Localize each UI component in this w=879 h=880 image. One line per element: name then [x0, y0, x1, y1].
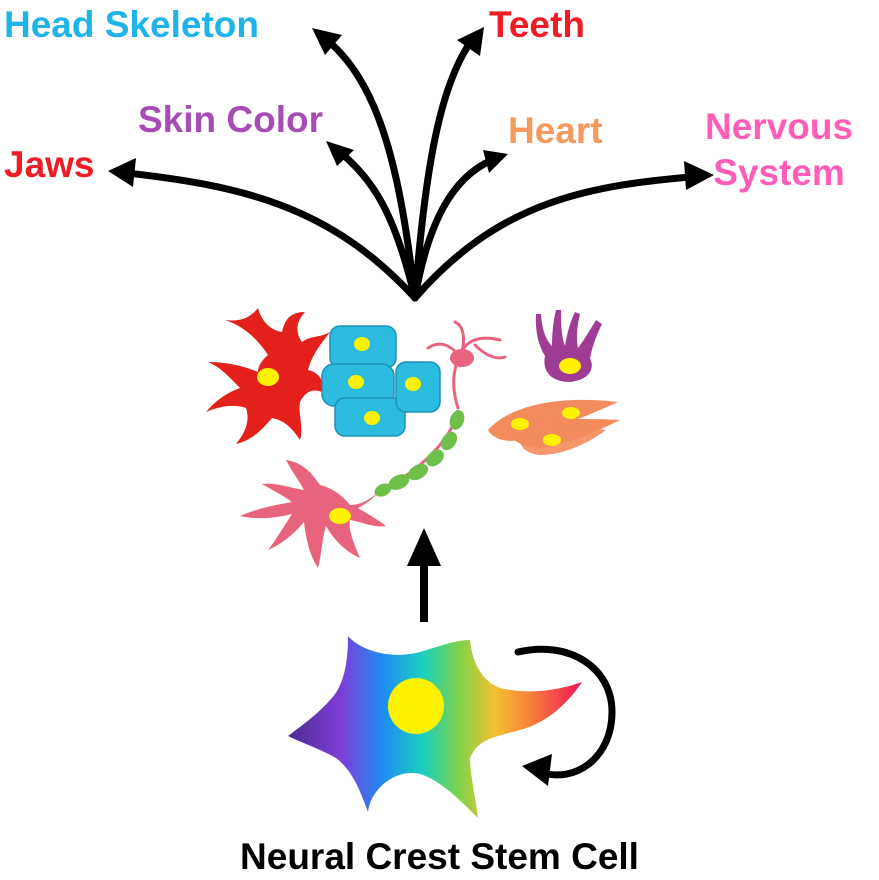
epithelial-cells	[322, 326, 440, 436]
label-heart: Heart	[508, 112, 603, 149]
arrowhead-jaws	[108, 158, 136, 187]
branch-arrows	[118, 36, 702, 298]
neuron-lower	[240, 460, 386, 568]
label-jaws: Jaws	[4, 146, 95, 183]
label-skin-color: Skin Color	[138, 101, 323, 138]
label-nervous-system: Nervous System	[705, 104, 853, 197]
neural-crest-stem-cell	[288, 636, 582, 818]
arrow-to-jaws	[118, 172, 415, 298]
arrowhead-heart	[483, 150, 508, 173]
differentiation-arrow	[407, 528, 441, 622]
pigment-cell	[206, 308, 330, 444]
label-head-skeleton: Head Skeleton	[4, 6, 259, 43]
arrow-to-nervous-system	[415, 176, 702, 298]
smooth-muscle-cells	[488, 400, 620, 455]
label-neural-crest-stem-cell: Neural Crest Stem Cell	[0, 838, 879, 875]
odontoblast	[536, 310, 602, 382]
label-teeth: Teeth	[489, 6, 585, 43]
